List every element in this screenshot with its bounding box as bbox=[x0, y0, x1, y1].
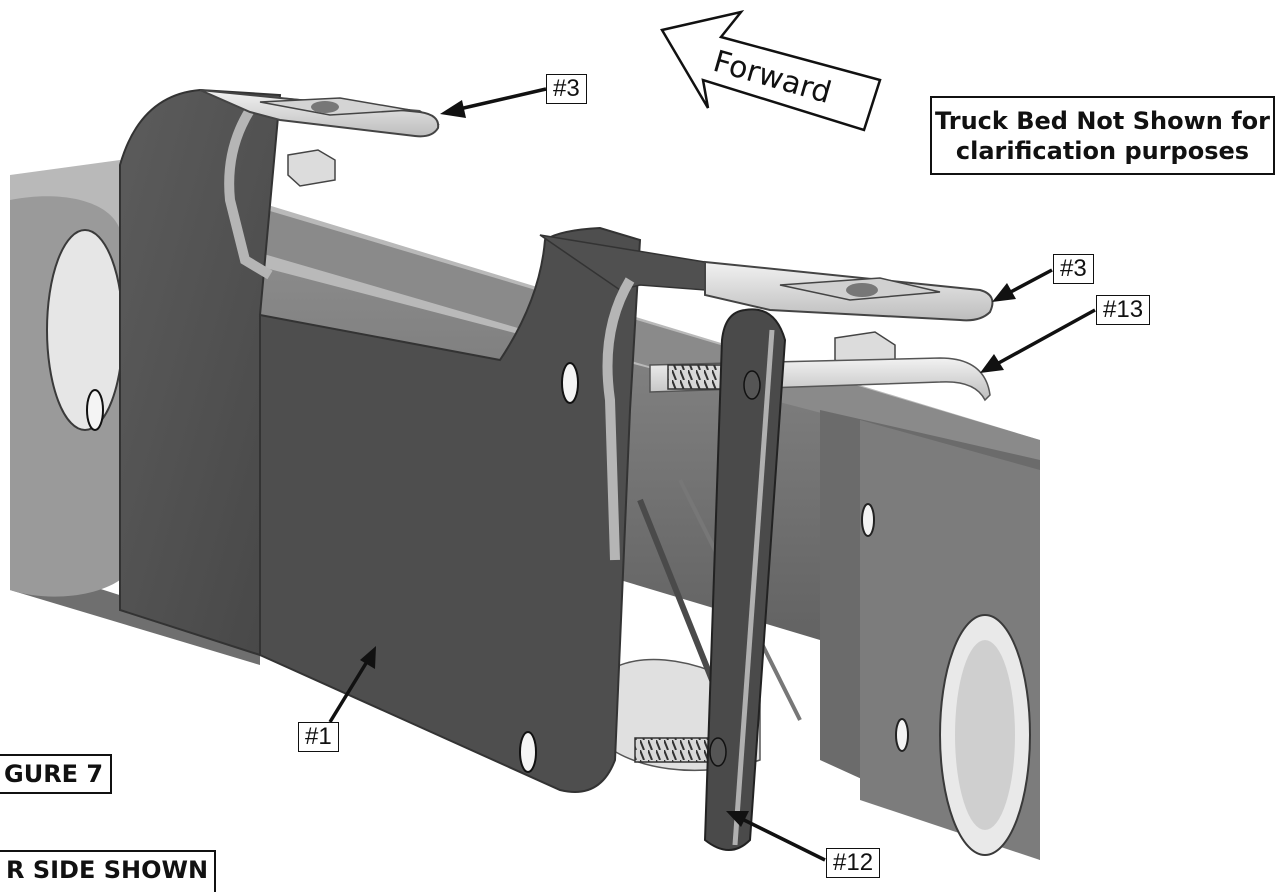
leader-arrow-3-top bbox=[440, 87, 547, 118]
callout-part-13: #13 bbox=[1096, 295, 1151, 325]
figure-label: GURE 7 bbox=[0, 754, 112, 794]
side-shown-label: R SIDE SHOWN bbox=[0, 850, 216, 892]
note-line-2: clarification purposes bbox=[955, 137, 1250, 165]
leader-arrow-1 bbox=[328, 646, 376, 723]
callout-part-3-top: #3 bbox=[546, 74, 587, 104]
callout-part-1: #1 bbox=[298, 722, 339, 752]
leader-arrow-12 bbox=[726, 811, 826, 862]
leader-arrows bbox=[328, 87, 1096, 862]
strap-plate bbox=[703, 308, 787, 851]
top-clamp-right bbox=[704, 260, 994, 375]
main-bracket-plate bbox=[86, 88, 706, 793]
note-line-1: Truck Bed Not Shown for bbox=[935, 107, 1270, 135]
callout-part-3-right: #3 bbox=[1053, 254, 1094, 284]
leader-arrow-13 bbox=[980, 308, 1096, 373]
forward-arrow-icon bbox=[660, 9, 882, 132]
callout-part-12: #12 bbox=[826, 848, 881, 878]
note-truck-bed-not-shown: Truck Bed Not Shown for clarification pu… bbox=[930, 96, 1275, 175]
leader-arrow-3-right bbox=[992, 268, 1053, 302]
top-clamp-left bbox=[199, 89, 440, 187]
